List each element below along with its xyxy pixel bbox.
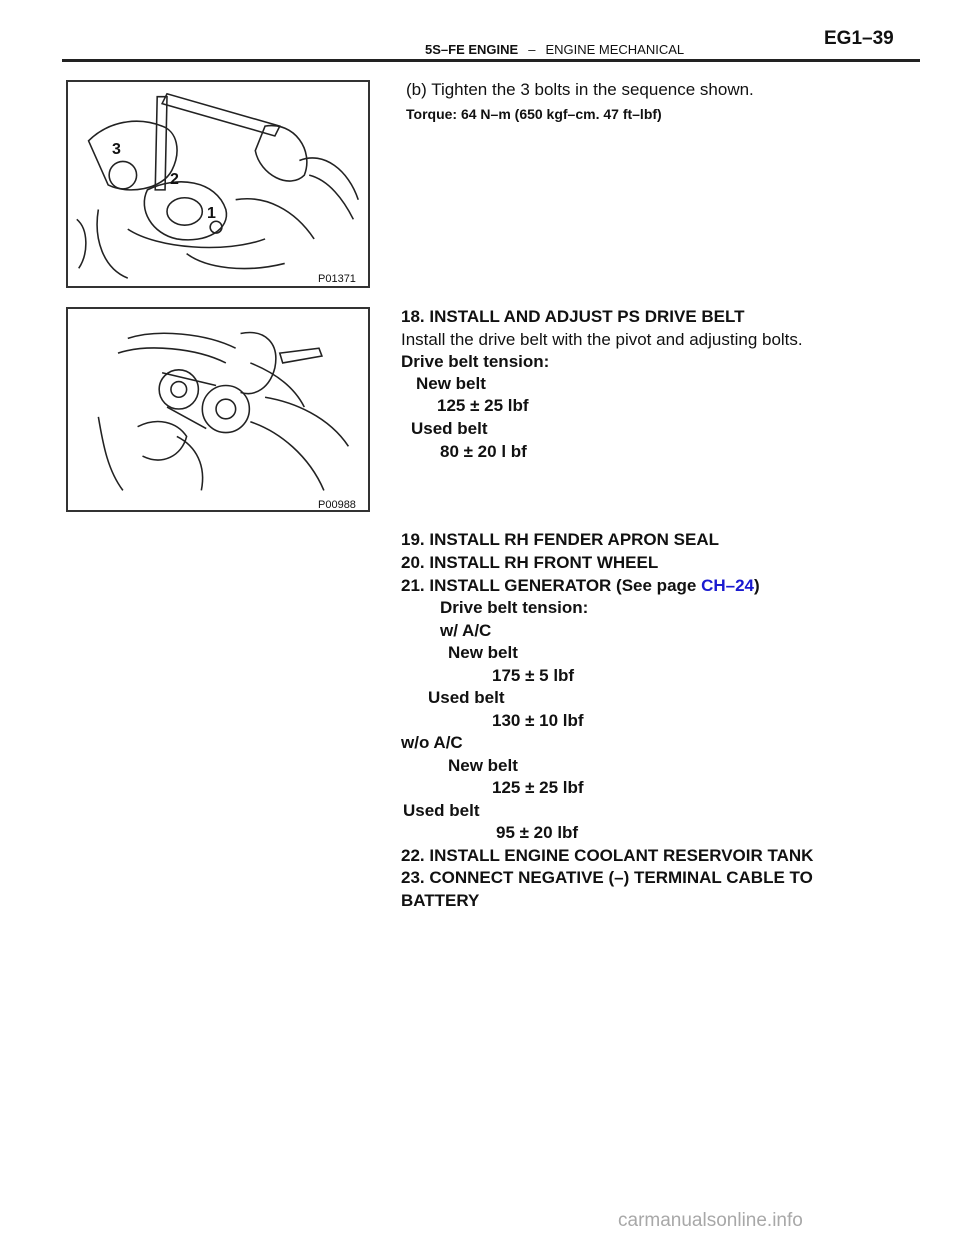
bolt-sequence-illustration (76, 92, 359, 279)
header-separator: – (528, 42, 536, 57)
figure-code: P00988 (318, 499, 356, 511)
step18-new-belt: New belt (416, 374, 486, 393)
step23-line1: 23. CONNECT NEGATIVE (–) TERMINAL CABLE … (401, 868, 813, 887)
step21-ac-new-value: 175 ± 5 lbf (492, 666, 575, 685)
step21-title-suffix: ) (754, 576, 760, 595)
step18-tension-label: Drive belt tension: (401, 352, 550, 371)
site-watermark: carmanualsonline.info (618, 1210, 803, 1231)
bolt-label-1: 1 (207, 205, 216, 222)
step21-ac-used-value: 130 ± 10 lbf (492, 711, 584, 730)
step21-noac-new-belt: New belt (448, 756, 518, 775)
step-b-torque: Torque: 64 N–m (650 kgf–cm. 47 ft–lbf) (406, 106, 662, 122)
figure-bolt-sequence: 3 2 1 P01371 (66, 80, 370, 288)
step19: 19. INSTALL RH FENDER APRON SEAL (401, 530, 719, 549)
header-rule (62, 59, 920, 62)
figure-ps-drive-belt: P00988 (66, 307, 370, 512)
figure-code: P01371 (318, 273, 356, 285)
step21-tension-label: Drive belt tension: (440, 598, 589, 617)
step21-ac-used-belt: Used belt (428, 688, 505, 707)
header-engine: 5S–FE ENGINE (425, 42, 519, 57)
step21-title-prefix: 21. INSTALL GENERATOR (See page (401, 576, 702, 595)
step18-used-value: 80 ± 20 l bf (440, 442, 527, 461)
page-link-ch24[interactable]: CH–24 (701, 576, 755, 595)
step23-line2: BATTERY (401, 891, 480, 910)
step18-title: 18. INSTALL AND ADJUST PS DRIVE BELT (401, 307, 745, 326)
step21-noac-used-value: 95 ± 20 lbf (496, 823, 579, 842)
ps-drive-belt-illustration (97, 331, 350, 491)
bolt-label-2: 2 (170, 171, 179, 188)
step21-noac-new-value: 125 ± 25 lbf (492, 778, 584, 797)
header-section: ENGINE MECHANICAL (545, 42, 685, 57)
step18-used-belt: Used belt (411, 419, 488, 438)
step18-new-value: 125 ± 25 lbf (437, 396, 529, 415)
step22: 22. INSTALL ENGINE COOLANT RESERVOIR TAN… (401, 846, 814, 865)
step21-title: 21. INSTALL GENERATOR (See page CH–24) (401, 576, 760, 596)
step21-noac-used-belt: Used belt (403, 801, 480, 820)
page-number: EG1–39 (824, 28, 894, 49)
step-b-text: (b) Tighten the 3 bolts in the sequence … (406, 80, 754, 99)
header-title: 5S–FE ENGINE–ENGINE MECHANICAL (425, 42, 684, 57)
step21-with-ac: w/ A/C (440, 621, 492, 640)
step21-without-ac: w/o A/C (401, 733, 463, 752)
bolt-label-3: 3 (112, 141, 121, 158)
step18-text: Install the drive belt with the pivot an… (401, 330, 803, 349)
step20: 20. INSTALL RH FRONT WHEEL (401, 553, 659, 572)
step21-ac-new-belt: New belt (448, 643, 518, 662)
